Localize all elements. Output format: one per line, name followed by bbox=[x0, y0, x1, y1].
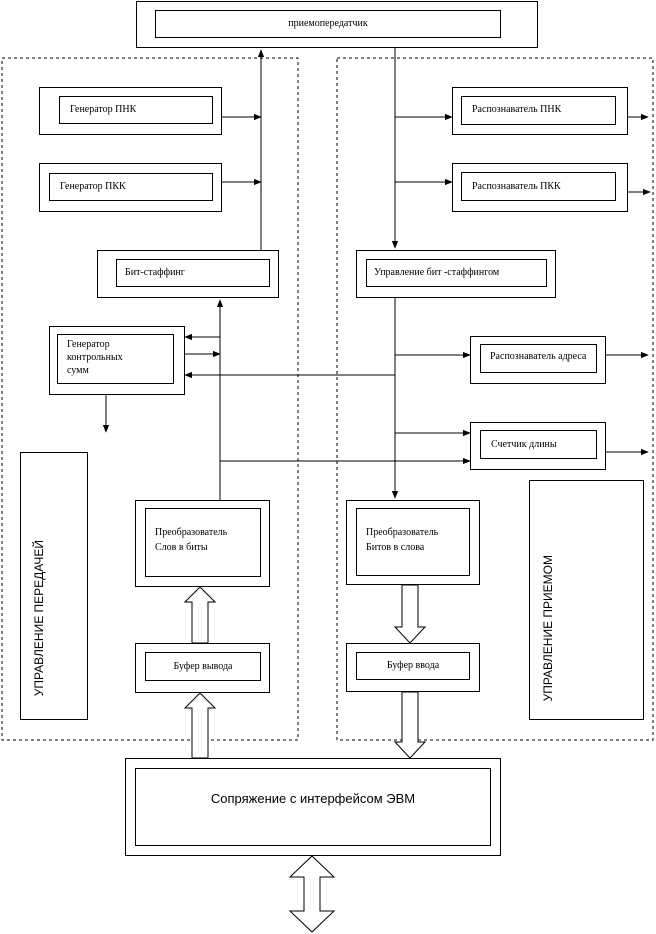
in-buffer-block bbox=[356, 652, 470, 680]
checksum-gen-block bbox=[57, 334, 174, 384]
bits-to-word-block bbox=[356, 508, 470, 576]
length-counter-block bbox=[480, 430, 597, 459]
interface-label: Сопряжение с интерфейсом ЭВМ bbox=[210, 791, 416, 806]
word-to-bits-label-1: Преобразователь bbox=[155, 527, 228, 538]
tx-control-panel bbox=[20, 452, 88, 720]
gen-pnk-block bbox=[59, 96, 213, 124]
bits-to-word-label-2: Битов в слова bbox=[366, 542, 425, 553]
interface-bus-arrow bbox=[288, 855, 336, 933]
word-to-bits-label-2: Слов в биты bbox=[155, 542, 208, 553]
word-to-bits-block bbox=[145, 508, 261, 577]
rec-pnk-block bbox=[461, 96, 616, 125]
bit-stuffing-label: Бит-стаффинг bbox=[125, 267, 185, 278]
rx-control-panel bbox=[529, 480, 644, 720]
gen-pkk-block bbox=[49, 173, 213, 201]
in-buffer-to-interface-arrow bbox=[393, 691, 427, 759]
bit-stuffing-block bbox=[116, 259, 270, 287]
length-counter-label: Счетчик длины bbox=[491, 439, 557, 450]
interface-to-out-buffer-arrow bbox=[183, 692, 217, 759]
bit-stuffing-ctrl-block bbox=[366, 259, 547, 287]
transceiver-block bbox=[155, 10, 501, 38]
checksum-gen-label-3: сумм bbox=[67, 365, 89, 376]
checksum-gen-label-2: контрольных bbox=[67, 352, 123, 363]
bits-to-word-label-1: Преобразователь bbox=[366, 527, 439, 538]
gen-pnk-label: Генератор ПНК bbox=[70, 104, 137, 115]
rec-address-label: Распознаватель адреса bbox=[490, 351, 587, 362]
gen-pkk-label: Генератор ПКК bbox=[60, 181, 126, 192]
tx-control-label: УПРАВЛЕНИЕ ПЕРЕДАЧЕЙ bbox=[32, 540, 46, 697]
out-buffer-block bbox=[145, 652, 261, 681]
checksum-gen-label-1: Генератор bbox=[67, 339, 110, 350]
bit-stuffing-ctrl-label: Управление бит -стаффингом bbox=[374, 267, 500, 278]
rec-pkk-label: Распознаватель ПКК bbox=[472, 181, 561, 192]
in-buffer-label: Буфер ввода bbox=[386, 660, 440, 671]
rec-address-block bbox=[480, 344, 597, 373]
rec-pnk-label: Распознаватель ПНК bbox=[472, 104, 562, 115]
rec-pkk-block bbox=[461, 172, 616, 201]
rx-control-label: УПРАВЛЕНИЕ ПРИЕМОМ bbox=[541, 555, 555, 702]
rx-region bbox=[336, 57, 654, 741]
transceiver-label: приемопередатчик bbox=[288, 18, 368, 29]
tx-region bbox=[1, 57, 299, 741]
converter-to-in-buffer-arrow bbox=[393, 584, 427, 644]
interface-block bbox=[135, 768, 491, 846]
out-buffer-label: Буфер вывода bbox=[173, 661, 233, 672]
out-buffer-to-converter-arrow bbox=[183, 586, 217, 644]
